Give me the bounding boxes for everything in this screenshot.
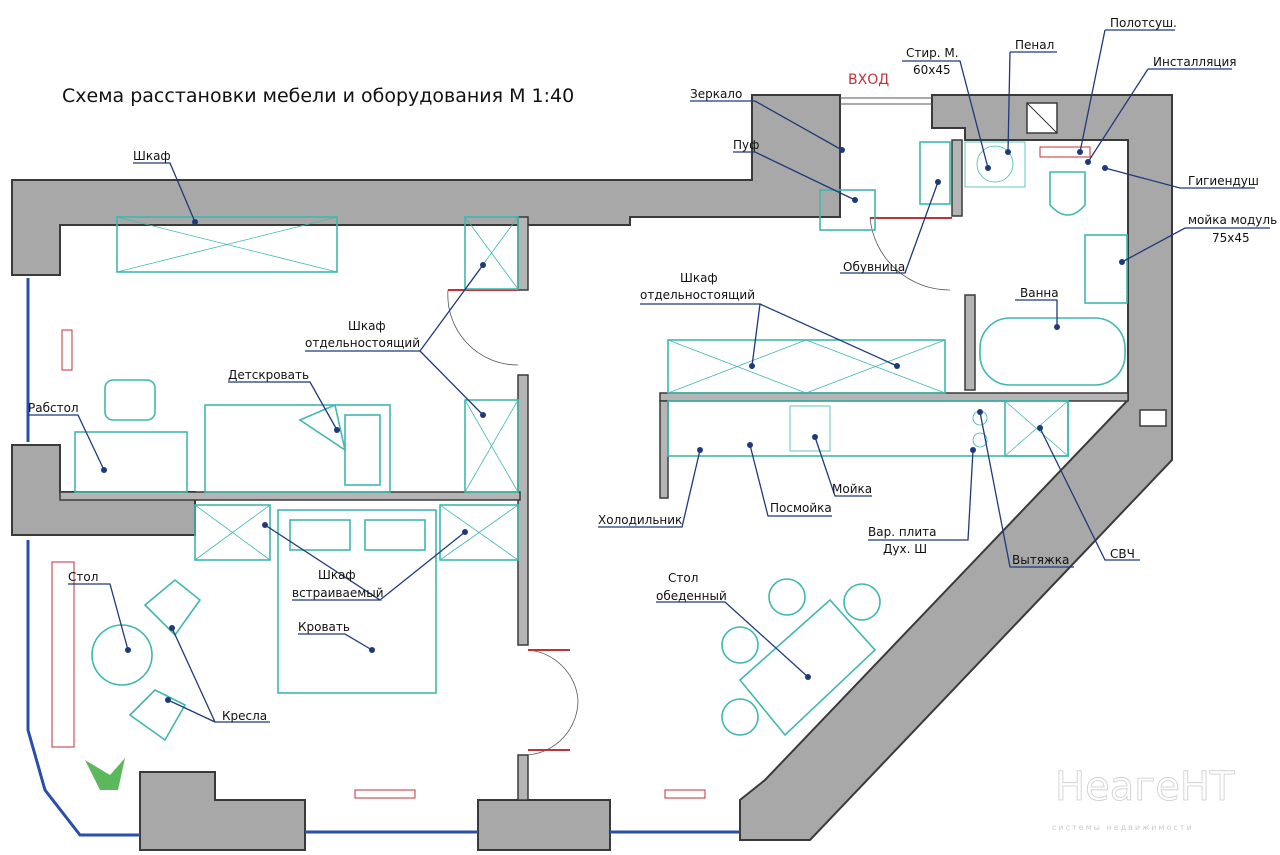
label-washer: Стир. М. bbox=[906, 46, 959, 60]
furniture bbox=[51, 141, 1128, 790]
label-microwave: СВЧ bbox=[1110, 547, 1135, 561]
label-oven: Дух. Ш bbox=[883, 542, 927, 556]
label-installation: Инсталляция bbox=[1153, 55, 1237, 69]
label-shoe-rack: Обувница bbox=[843, 260, 905, 274]
plant-icon bbox=[85, 758, 125, 790]
label-sink-module-size: 75x45 bbox=[1212, 231, 1250, 245]
label-dining: Стол bbox=[668, 571, 698, 585]
label-washer-size: 60x45 bbox=[913, 63, 951, 77]
label-mirror: Зеркало bbox=[690, 87, 742, 101]
label-pouf: Пуф bbox=[733, 138, 759, 152]
label-hygienic-shower: Гигиендуш bbox=[1188, 174, 1259, 188]
label-builtin: Шкаф bbox=[318, 568, 356, 582]
doors bbox=[61, 146, 1091, 799]
label-freestanding-1b: отдельностоящий bbox=[640, 288, 755, 302]
label-towel-dryer: Полотсуш. bbox=[1110, 16, 1177, 30]
label-bed: Кровать bbox=[298, 620, 350, 634]
label-wardrobe: Шкаф bbox=[133, 149, 171, 163]
label-hob: Вар. плита bbox=[868, 525, 937, 539]
label-sink-module: мойка модуль bbox=[1188, 213, 1277, 227]
label-bathtub: Ванна bbox=[1020, 286, 1059, 300]
label-fridge: Холодильник bbox=[598, 513, 682, 527]
walls bbox=[11, 94, 1173, 851]
label-dining-b: обеденный bbox=[656, 589, 727, 603]
label-builtin-b: встраиваемый bbox=[292, 586, 384, 600]
watermark-brand: НеагеНТ bbox=[1055, 764, 1235, 810]
label-freestanding-2b: отдельностоящий bbox=[305, 336, 420, 350]
label-cabinet: Пенал bbox=[1015, 38, 1054, 52]
label-freestanding-1: Шкаф bbox=[680, 271, 718, 285]
label-kitchen-sink: Мойка bbox=[832, 482, 872, 496]
label-table: Стол bbox=[68, 570, 98, 584]
labels: Зеркало Пуф Шкаф Стир. М. 60x45 Пенал По… bbox=[28, 16, 1277, 723]
label-hood: Вытяжка bbox=[1012, 553, 1069, 567]
label-armchairs: Кресла bbox=[222, 709, 267, 723]
label-desk: Рабстол bbox=[28, 401, 79, 415]
entry-label: ВХОД bbox=[848, 72, 889, 88]
watermark-tagline: системы недвижимости bbox=[1052, 823, 1194, 832]
label-dishwasher: Посмойка bbox=[770, 501, 832, 515]
label-freestanding-2: Шкаф bbox=[348, 319, 386, 333]
leader-lines bbox=[28, 29, 1270, 723]
plan-title: Схема расстановки мебели и оборудования … bbox=[62, 85, 574, 107]
label-child-bed: Детскровать bbox=[228, 368, 309, 382]
